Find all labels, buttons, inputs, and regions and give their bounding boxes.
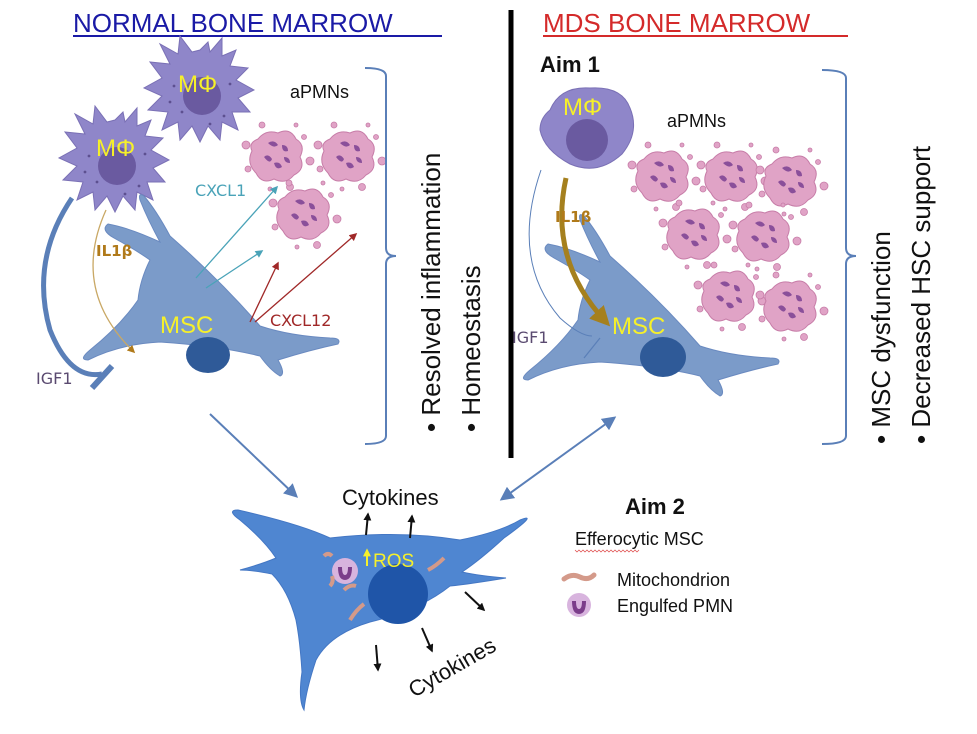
apmn-label: aPMNs <box>290 82 349 102</box>
macrophage-label: MΦ <box>563 94 602 121</box>
mds-panel: MDS BONE MARROW Aim 1 MΦ aPMNs MSC IL1β … <box>499 8 936 501</box>
msc-label: MSC <box>160 312 213 339</box>
engulfed-pmn-icon <box>567 593 591 617</box>
cytokines-top-label: Cytokines <box>342 485 439 510</box>
cxcl1-label: CXCL1 <box>195 181 246 200</box>
igf1-inhibition-line <box>528 169 593 337</box>
aim2-label: Aim 2 <box>625 494 685 519</box>
cytokine-out-arrow <box>421 627 434 653</box>
apmn-icon <box>627 141 701 212</box>
macrophage-label: MΦ <box>96 135 135 162</box>
normal-outcome-bracket <box>364 67 397 445</box>
cytokines-bottom-label: Cytokines <box>404 632 500 702</box>
apmn-icon <box>241 121 315 192</box>
mds-outcome-bracket <box>821 69 857 445</box>
igf1-label: IGF1 <box>36 369 73 388</box>
efferocytic-nucleus <box>368 564 428 624</box>
mitochondrion-icon <box>322 552 446 622</box>
mds-outcome-item: • MSC dysfunction <box>866 231 896 444</box>
legend-item-mitochondrion: Mitochondrion <box>561 570 730 590</box>
il1b-arrow <box>92 209 136 354</box>
normal-panel: NORMAL BONE MARROW MΦ MΦ aPMNs MSC CXCL1… <box>36 8 486 498</box>
ros-label: ROS <box>373 551 414 572</box>
igf1-inhibition-bar <box>89 363 115 391</box>
cxcl12-arrow <box>249 261 279 323</box>
apmn-icon <box>313 121 387 192</box>
apmn-icon <box>693 261 767 332</box>
normal-outcome-item: • Resolved inflammation <box>416 153 446 432</box>
engulfed-pmn-icon <box>332 558 358 584</box>
apmn-label: aPMNs <box>667 111 726 131</box>
igf1-inhibition-bar <box>583 337 601 359</box>
legend-item-engulfed-pmn: Engulfed PMN <box>567 593 733 617</box>
macrophage-icon <box>539 87 635 169</box>
apmn-icon <box>755 146 829 217</box>
cxcl12-arrow <box>254 232 358 323</box>
mitochondrion-icon <box>561 572 597 582</box>
aim2-legend: Aim 2 Efferocytic MSC Mitochondrion Engu… <box>561 494 733 617</box>
apmn-icon <box>268 179 342 250</box>
igf1-label: IGF1 <box>512 328 549 347</box>
cytokine-out-arrow <box>464 591 486 612</box>
efferocytic-subtitle: Efferocytic MSC <box>575 529 704 549</box>
igf1-inhibition-line <box>41 196 103 378</box>
il1b-label: IL1β <box>96 242 133 260</box>
cxcl12-label: CXCL12 <box>270 311 331 330</box>
macrophage-label: MΦ <box>178 71 217 98</box>
aim1-label: Aim 1 <box>540 52 600 77</box>
apmn-icon <box>728 201 802 272</box>
msc-label: MSC <box>612 313 665 340</box>
mds-outcome-item: • Decreased HSC support <box>906 145 936 444</box>
cytokine-out-arrow <box>373 644 382 672</box>
mds-to-efferocytic-arrow <box>499 416 617 501</box>
normal-to-efferocytic-arrow <box>209 413 299 498</box>
mds-panel-title: MDS BONE MARROW <box>543 8 811 38</box>
legend-label: Mitochondrion <box>617 570 730 590</box>
apmn-icon <box>658 199 732 270</box>
cxcl1-arrow <box>205 250 264 289</box>
normal-outcome-item: • Homeostasis <box>456 265 486 432</box>
efferocytic-msc: ROS Cytokines Cytokines <box>232 485 528 712</box>
normal-panel-title: NORMAL BONE MARROW <box>73 8 393 38</box>
apmn-icon <box>755 271 829 342</box>
msc-nucleus <box>640 337 686 377</box>
cytokine-out-arrow <box>363 512 372 536</box>
spellcheck-underline <box>574 549 640 553</box>
msc-nucleus <box>186 337 230 373</box>
cytokine-out-arrow <box>407 514 416 539</box>
cxcl1-arrow <box>195 185 279 279</box>
il1b-label: IL1β <box>555 208 592 226</box>
legend-label: Engulfed PMN <box>617 596 733 616</box>
il1b-arrow <box>559 177 611 327</box>
apmn-icon <box>696 141 770 212</box>
